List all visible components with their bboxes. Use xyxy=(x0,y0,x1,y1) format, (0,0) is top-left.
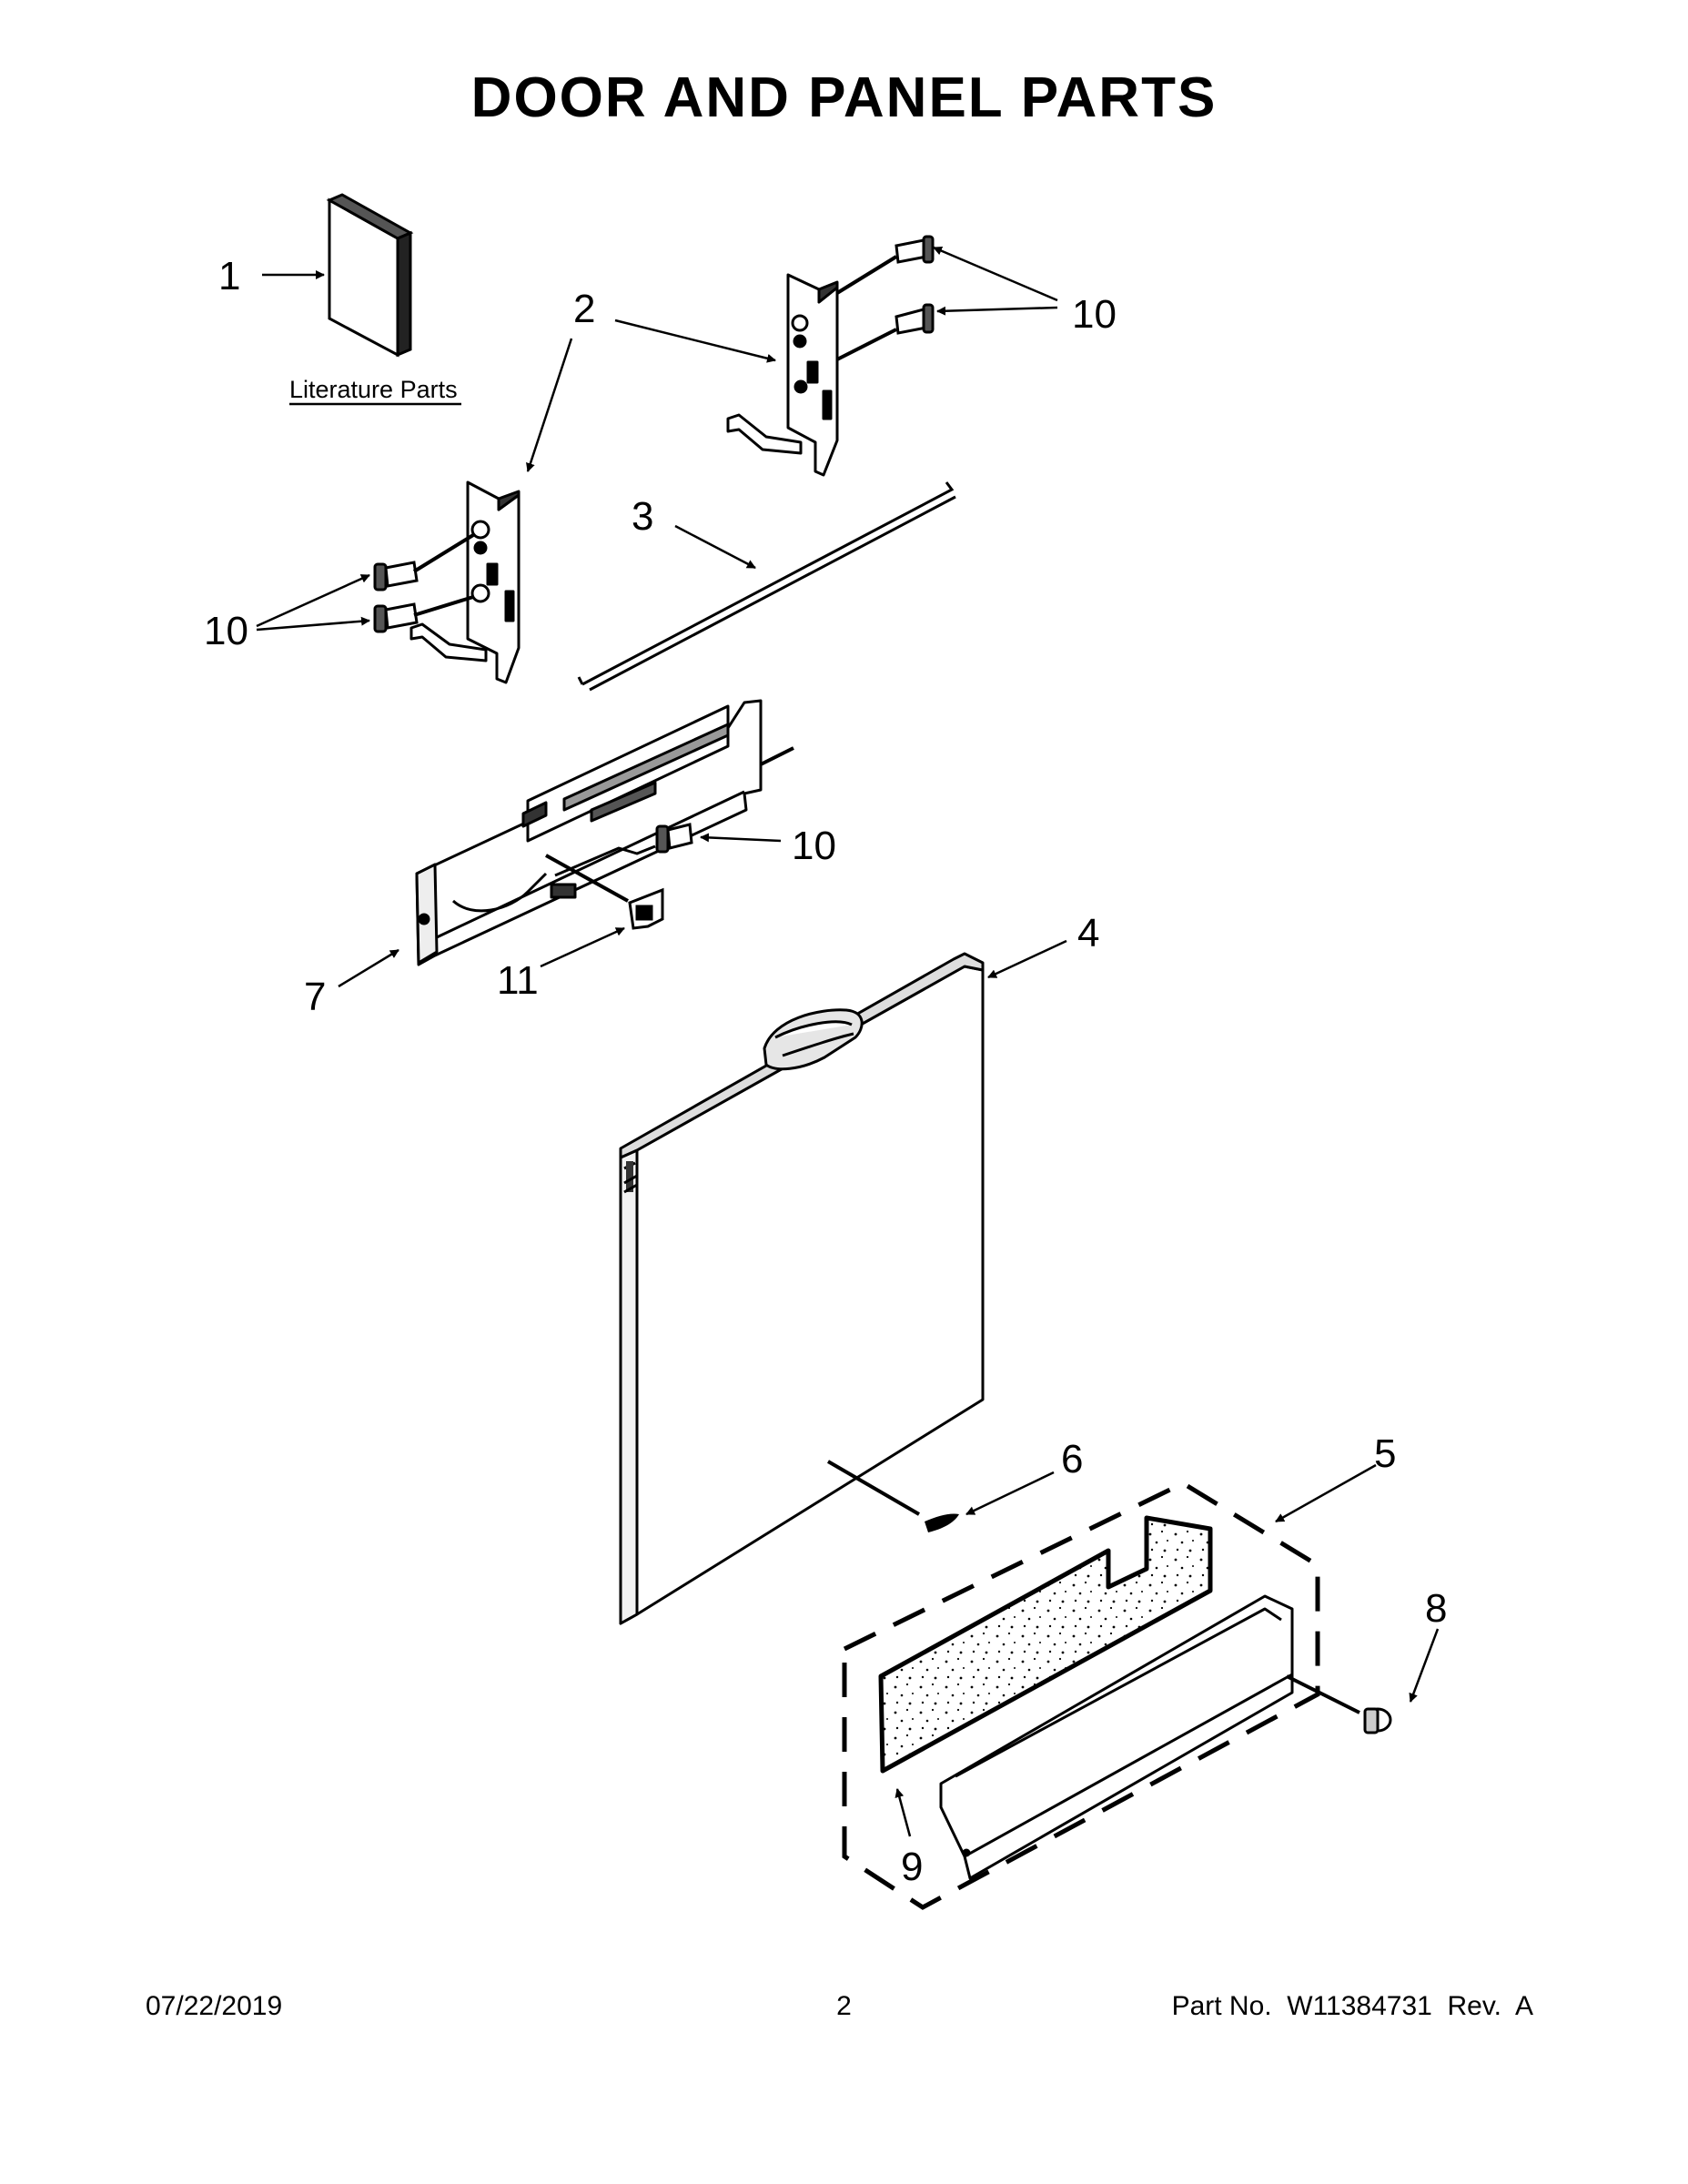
callout-10-upper: 10 xyxy=(1072,292,1117,337)
page-title: DOOR AND PANEL PARTS xyxy=(470,66,1218,129)
footer-page-number: 2 xyxy=(836,1991,852,2021)
callout-1: 1 xyxy=(218,254,240,298)
outer-door-panel xyxy=(619,952,985,1625)
screw-lower-b xyxy=(373,595,474,633)
callout-4: 4 xyxy=(1077,911,1099,956)
callout-arrows xyxy=(256,246,1440,1837)
screw-lower-a xyxy=(373,533,475,592)
callout-11: 11 xyxy=(497,958,539,1003)
literature-booklet xyxy=(326,193,414,358)
callout-7: 7 xyxy=(304,975,326,1019)
screw-upper-b xyxy=(836,303,935,361)
insulation-pad xyxy=(878,1515,1213,1774)
door-rod xyxy=(577,481,956,692)
hinge-bracket-lower xyxy=(409,480,521,684)
literature-parts-label: Literature Parts xyxy=(289,376,458,403)
toe-panel xyxy=(939,1594,1294,1880)
screw-upper-a xyxy=(835,235,935,295)
callout-10-left: 10 xyxy=(204,609,248,653)
callout-3: 3 xyxy=(632,494,653,539)
callout-9: 9 xyxy=(901,1845,923,1889)
footer-part-number: Part No. W11384731 Rev. A xyxy=(1171,1991,1533,2021)
screw-panel xyxy=(655,823,693,854)
footer-date: 07/22/2019 xyxy=(146,1991,283,2021)
control-panel-housing xyxy=(415,699,794,966)
toe-panel-dashed-group xyxy=(842,1481,1320,1910)
callout-6: 6 xyxy=(1061,1437,1083,1481)
callout-2-upper: 2 xyxy=(573,287,595,331)
toe-panel-screw xyxy=(1286,1674,1392,1734)
hinge-bracket-upper xyxy=(726,273,839,477)
callout-5: 5 xyxy=(1374,1431,1396,1476)
logo-badge xyxy=(826,1460,959,1532)
callout-10-panel: 10 xyxy=(792,824,836,868)
panel-clip xyxy=(545,854,664,930)
callout-8: 8 xyxy=(1425,1586,1447,1631)
